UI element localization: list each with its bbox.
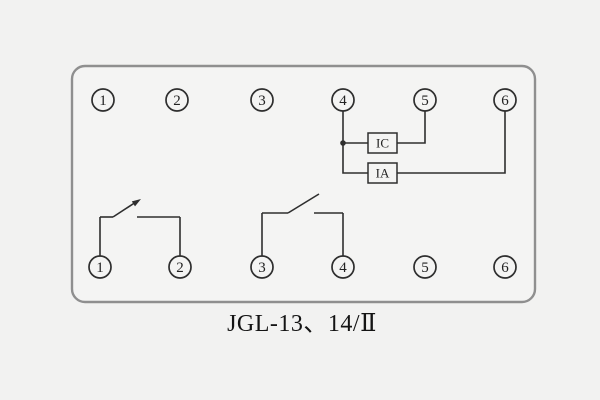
terminal-top-3: 3 <box>250 88 274 112</box>
ia-coil-label: IA <box>376 166 390 181</box>
terminal-bottom-6-circle <box>493 255 517 279</box>
relay-panel-outline <box>70 64 537 304</box>
terminal-top-3-number: 3 <box>258 93 266 109</box>
terminal-bottom-4: 4 <box>331 255 355 279</box>
contact-3-4-blade <box>287 193 320 214</box>
terminal-bottom-4-circle <box>331 255 355 279</box>
terminal-top-1-number: 1 <box>99 93 107 109</box>
terminal-bottom-2-circle <box>168 255 192 279</box>
terminal-bottom-3: 3 <box>250 255 274 279</box>
terminal-top-1: 1 <box>91 88 115 112</box>
terminal-bottom-6-number: 6 <box>501 260 509 276</box>
ic-coil-label: IC <box>376 136 389 151</box>
ia-coil: IA <box>367 162 398 184</box>
terminal-top-6: 6 <box>493 88 517 112</box>
terminal-top-6-circle <box>493 88 517 112</box>
terminal-top-5-number: 5 <box>421 93 429 109</box>
terminal-bottom-5: 5 <box>413 255 437 279</box>
terminal-top-5-circle <box>413 88 437 112</box>
terminal-bottom-3-number: 3 <box>258 260 266 276</box>
terminal-bottom-5-number: 5 <box>421 260 429 276</box>
actuation-arrow-icon <box>131 199 141 207</box>
terminal-bottom-5-circle <box>413 255 437 279</box>
wire-ia-to-terminal6 <box>397 111 506 174</box>
ic-coil-box <box>367 132 398 154</box>
contact-1-2 <box>99 199 181 256</box>
terminal-top-2: 2 <box>165 88 189 112</box>
terminal-top-2-circle <box>165 88 189 112</box>
terminal-bottom-3-circle <box>250 255 274 279</box>
terminal-top-4-circle <box>331 88 355 112</box>
terminal-bottom-1-circle <box>88 255 112 279</box>
terminal-top-4: 4 <box>331 88 355 112</box>
contact-3-4 <box>261 193 344 256</box>
terminal-bottom-4-number: 4 <box>339 260 347 276</box>
bottom-terminal-row: 1 2 3 4 5 6 <box>88 255 517 279</box>
wire-junction-to-ia <box>342 143 368 174</box>
top-terminal-row: 1 2 3 4 5 6 <box>91 88 517 112</box>
terminal-bottom-1: 1 <box>88 255 112 279</box>
terminal-top-6-number: 6 <box>501 93 509 109</box>
model-caption: JGL-13、14/Ⅱ <box>227 311 377 337</box>
terminal-bottom-2: 2 <box>168 255 192 279</box>
ia-coil-box <box>367 162 398 184</box>
terminal-top-5: 5 <box>413 88 437 112</box>
wire-ic-to-terminal5 <box>397 111 426 144</box>
terminal-bottom-2-number: 2 <box>176 260 184 276</box>
ic-coil: IC <box>367 132 398 154</box>
wiring-current-inputs: IC IA <box>340 111 506 184</box>
terminal-bottom-6: 6 <box>493 255 517 279</box>
terminal-top-2-number: 2 <box>173 93 181 109</box>
contact-1-2-blade <box>112 201 137 218</box>
terminal-top-1-circle <box>91 88 115 112</box>
terminal-top-4-number: 4 <box>339 93 347 109</box>
terminal-bottom-1-number: 1 <box>96 260 104 276</box>
terminal-top-3-circle <box>250 88 274 112</box>
